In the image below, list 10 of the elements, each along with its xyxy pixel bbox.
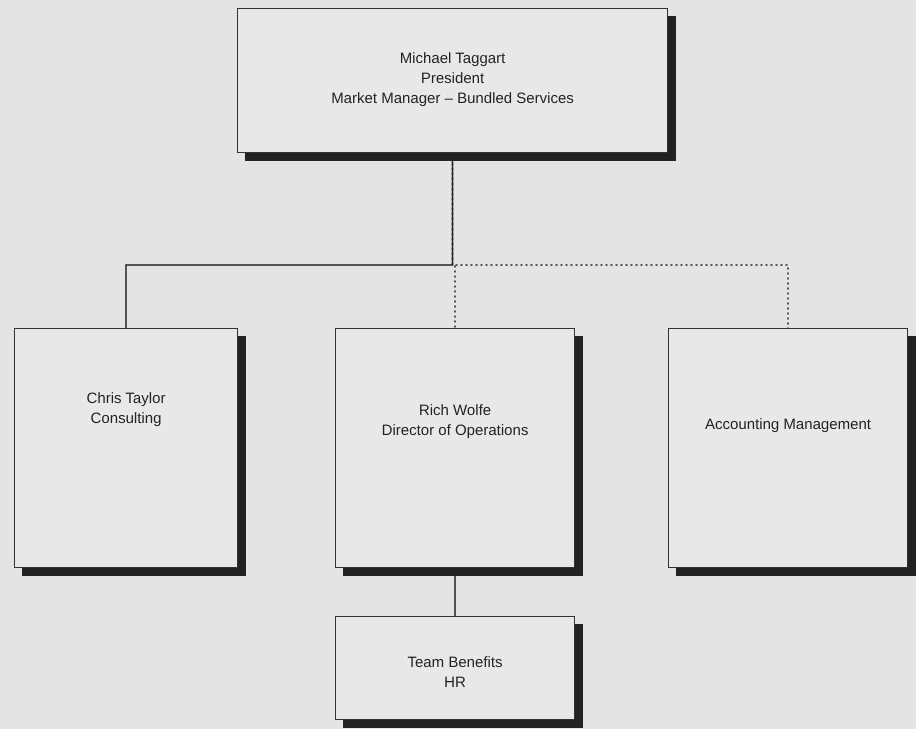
box-text: Team Benefits	[407, 653, 503, 673]
box-text: Market Manager – Bundled Services	[331, 89, 574, 109]
box-text: HR	[444, 673, 466, 693]
box-text: Rich Wolfe	[418, 401, 492, 421]
box-text: Accounting Management	[705, 415, 871, 435]
box-text: Chris Taylor	[86, 389, 166, 409]
box-text: Consulting	[90, 409, 162, 429]
box-text: Michael Taggart	[400, 49, 506, 69]
box-text: Director of Operations	[382, 421, 528, 441]
box-text: President	[420, 69, 484, 89]
